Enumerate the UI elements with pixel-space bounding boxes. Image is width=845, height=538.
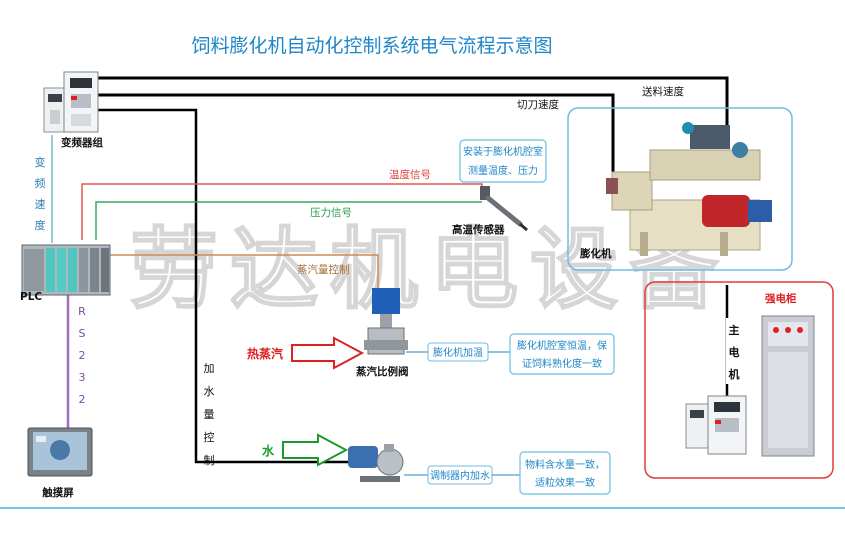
plc-rack <box>21 244 111 296</box>
heating-label: 膨化机加温 <box>433 346 483 359</box>
sensor-label: 高温传感器 <box>452 223 505 236</box>
extruder-frame <box>567 107 793 271</box>
svg-text:S: S <box>79 327 86 340</box>
feed-speed-label: 送料速度 <box>642 85 684 98</box>
feed-speed-line <box>96 76 729 130</box>
inverter-speed-label: 变 频 速 度 <box>31 150 49 238</box>
water-note-box <box>519 451 611 495</box>
extruder-label: 膨化机 <box>580 247 612 260</box>
cabinet-frame <box>644 281 834 479</box>
water-control-label: 加 水 量 控 制 <box>204 362 215 467</box>
water-label: 水 <box>262 443 275 458</box>
svg-text:控: 控 <box>204 430 215 444</box>
water-note-line2: 适粒效果一致 <box>535 476 595 489</box>
touchscreen-label: 触摸屏 <box>41 486 74 499</box>
cutter-speed-label: 切刀速度 <box>517 98 559 111</box>
temperature-sensor <box>480 186 528 232</box>
power-cabinet <box>761 315 815 457</box>
sensor-note-line1: 安装于膨化机腔室 <box>463 145 543 158</box>
svg-text:频: 频 <box>35 176 46 190</box>
steam-control-label: 蒸汽量控制 <box>297 263 350 276</box>
extruder-machine <box>606 122 772 256</box>
svg-text:3: 3 <box>79 371 86 384</box>
cabinet-label: 强电柜 <box>765 292 797 305</box>
heating-note-box <box>509 333 615 375</box>
water-add-label: 调制器内加水 <box>430 469 490 482</box>
svg-text:量: 量 <box>204 408 215 421</box>
svg-text:加: 加 <box>204 362 215 375</box>
heating-note-line2: 证饲料熟化度一致 <box>522 357 602 370</box>
valve-label: 蒸汽比例阀 <box>356 365 409 378</box>
hot-steam-label: 热蒸汽 <box>247 346 283 361</box>
plc-label: PLC <box>20 291 42 303</box>
svg-text:水: 水 <box>204 385 215 398</box>
svg-text:变: 变 <box>35 155 46 169</box>
main-inverter <box>685 395 747 455</box>
water-note-line1: 物料含水量一致， <box>525 458 605 471</box>
svg-text:度: 度 <box>35 218 46 232</box>
temperature-label: 温度信号 <box>389 168 431 181</box>
svg-text:机: 机 <box>729 367 740 381</box>
heating-note-line1: 膨化机腔室恒温，保 <box>517 339 607 352</box>
water-control-line <box>96 108 356 464</box>
pressure-label: 压力信号 <box>310 206 352 219</box>
sensor-note-line2: 测量温度、压力 <box>468 164 538 177</box>
svg-text:2: 2 <box>79 349 86 362</box>
vfd-group-label: 变频器组 <box>61 136 103 149</box>
pressure-line <box>95 201 482 240</box>
vfd-group <box>43 71 99 133</box>
svg-text:速: 速 <box>35 198 46 211</box>
svg-text:主: 主 <box>729 323 740 337</box>
hot-steam-arrow <box>291 336 365 370</box>
sensor-note-box <box>459 139 547 183</box>
svg-text:制: 制 <box>204 454 215 467</box>
diagram-title: 饲料膨化机自动化控制系统电气流程示意图 <box>191 35 552 57</box>
cutter-speed-line <box>96 93 615 190</box>
rs232-label: R S 2 3 2 <box>75 300 89 408</box>
steam-valve <box>364 288 408 355</box>
water-arrow <box>282 433 349 467</box>
main-motor-label: 主 电 机 <box>726 318 742 384</box>
svg-text:电: 电 <box>729 345 740 359</box>
svg-text:2: 2 <box>79 393 86 406</box>
steam-control-line <box>108 254 379 290</box>
svg-text:R: R <box>78 305 86 318</box>
water-pump <box>348 444 404 482</box>
touchscreen-device <box>27 427 93 477</box>
